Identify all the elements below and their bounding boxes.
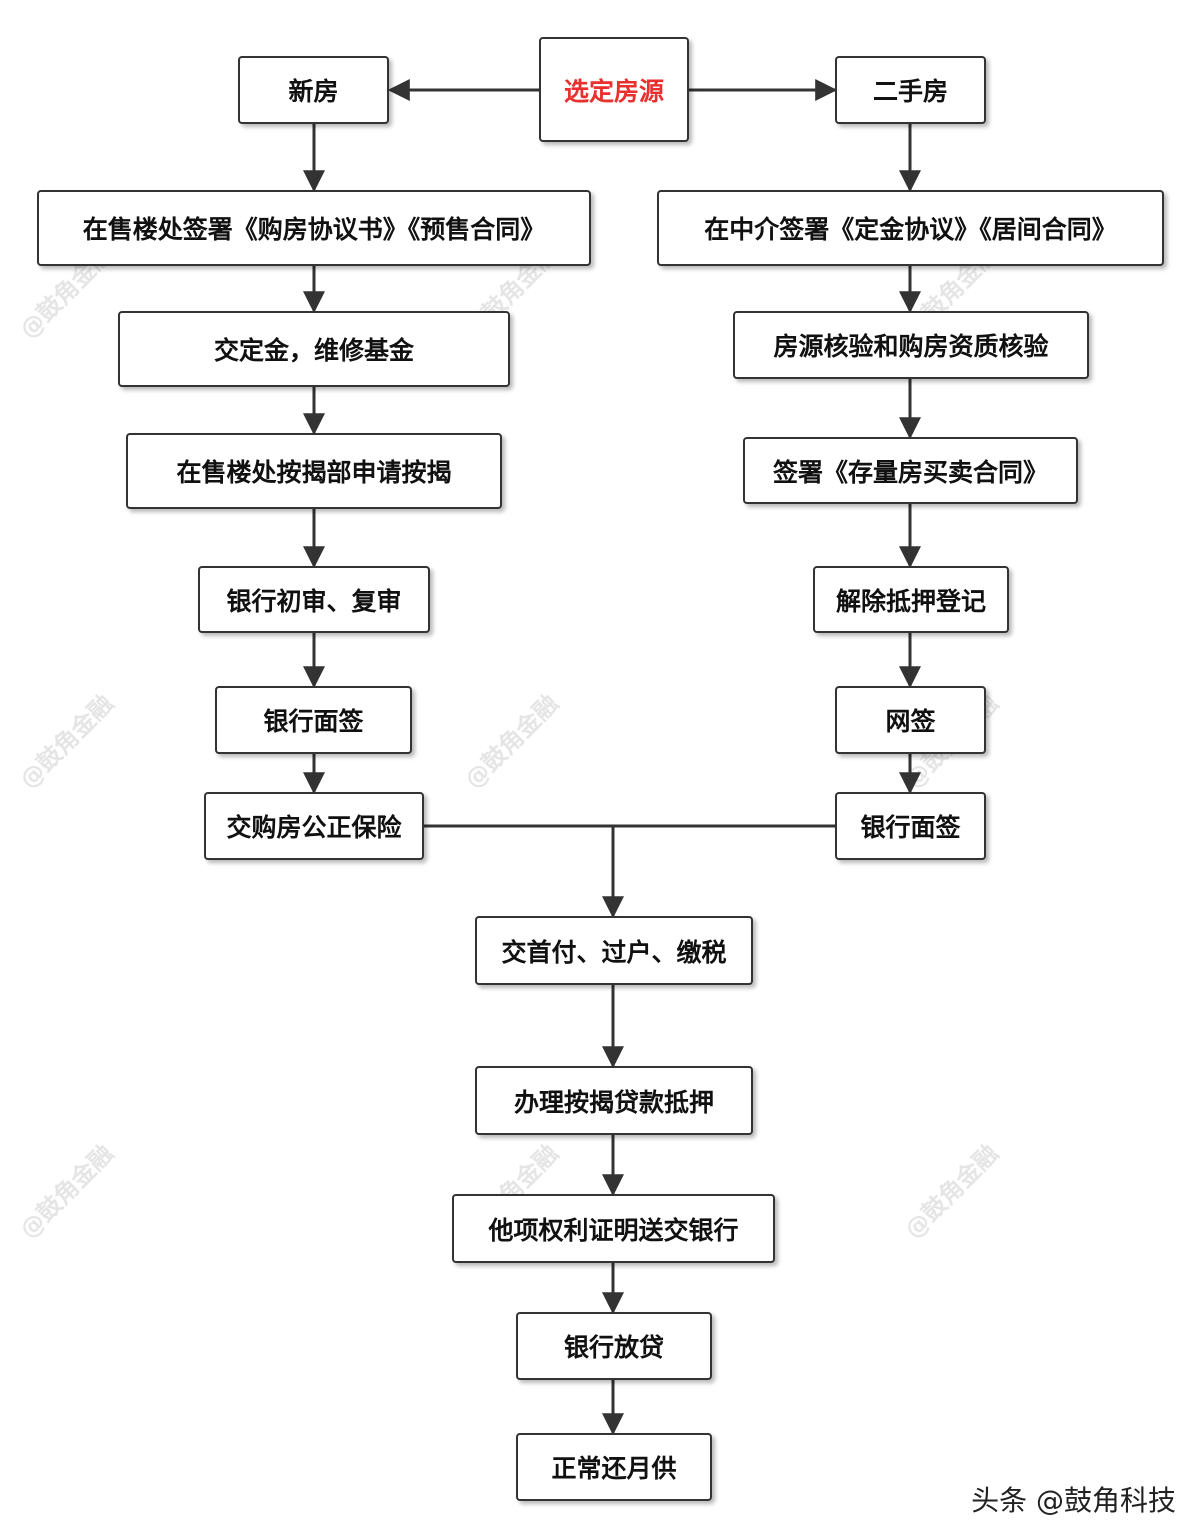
common-step-4: 银行放贷: [516, 1312, 712, 1380]
second-hand-step-4: 解除抵押登记: [813, 566, 1009, 633]
common-step-5: 正常还月供: [516, 1433, 712, 1501]
new-house-step-6: 交购房公正保险: [204, 792, 424, 860]
common-step-3: 他项权利证明送交银行: [452, 1194, 775, 1263]
new-house-step-2: 交定金，维修基金: [118, 311, 510, 387]
second-hand-step-6: 银行面签: [835, 792, 986, 860]
second-hand-step-2: 房源核验和购房资质核验: [733, 311, 1089, 379]
second-hand-step-3: 签署《存量房买卖合同》: [743, 437, 1078, 504]
second-hand-step-1: 在中介签署《定金协议》《居间合同》: [657, 190, 1164, 266]
common-step-1: 交首付、过户、缴税: [475, 916, 753, 985]
new-house-step-3: 在售楼处按揭部申请按揭: [126, 433, 502, 509]
second-hand-house-node: 二手房: [835, 56, 986, 124]
new-house-step-1: 在售楼处签署《购房协议书》《预售合同》: [37, 190, 591, 266]
new-house-step-5: 银行面签: [215, 686, 412, 754]
footer-credit: 头条 @鼓角科技: [971, 1484, 1176, 1517]
start-node: 选定房源: [539, 37, 689, 142]
second-hand-step-5: 网签: [835, 686, 986, 754]
new-house-node: 新房: [238, 56, 389, 124]
new-house-step-4: 银行初审、复审: [198, 566, 430, 633]
common-step-2: 办理按揭贷款抵押: [475, 1066, 753, 1135]
